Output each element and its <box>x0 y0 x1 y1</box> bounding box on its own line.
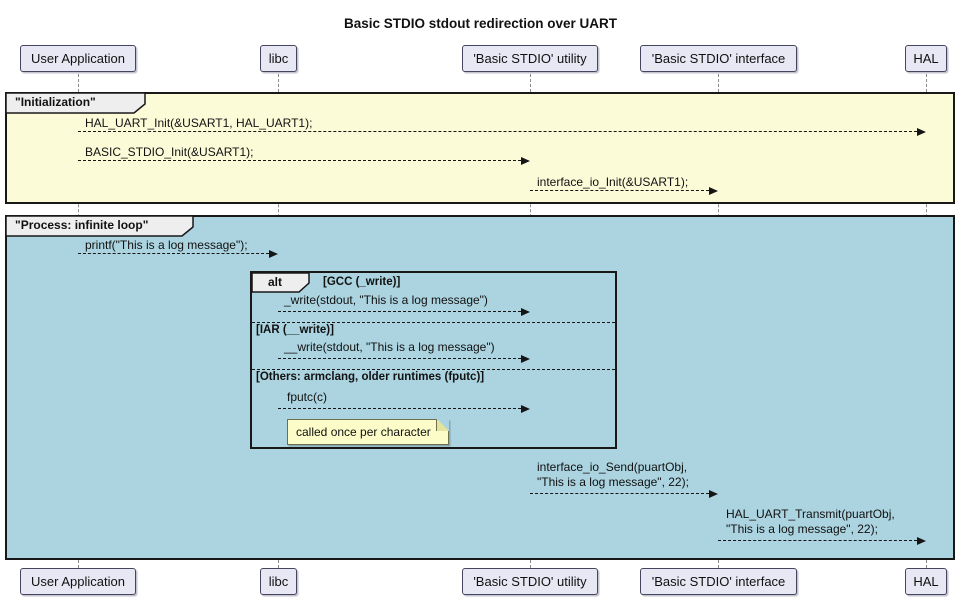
participant-basic-stdio-interface-bottom: 'Basic STDIO' interface <box>640 568 797 595</box>
participant-basic-stdio-interface-top: 'Basic STDIO' interface <box>640 45 797 72</box>
participant-libc-bottom: libc <box>260 568 297 595</box>
message-printf: printf("This is a log message"); <box>85 238 248 252</box>
message-hal-uart-init: HAL_UART_Init(&USART1, HAL_UART1); <box>85 116 313 130</box>
frame-process-label-shape <box>6 216 194 237</box>
arrowhead-icon <box>709 489 718 498</box>
participant-hal-top: HAL <box>905 45 947 72</box>
participant-label: HAL <box>913 51 939 66</box>
participant-label: 'Basic STDIO' interface <box>651 574 786 589</box>
frame-initialization-label-shape <box>6 93 146 114</box>
participant-user-application-top: User Application <box>20 45 136 72</box>
participant-label: libc <box>268 51 289 66</box>
arrow-basic-stdio-init <box>78 156 530 165</box>
alt-label-shape <box>252 273 310 293</box>
alt-frame <box>250 271 617 449</box>
message-interface-io-send-line1: interface_io_Send(puartObj, <box>537 460 688 474</box>
arrowhead-icon <box>521 307 530 316</box>
participant-label: User Application <box>31 51 125 66</box>
message-hal-uart-transmit-line2: "This is a log message", 22); <box>726 522 878 536</box>
participant-libc-top: libc <box>260 45 297 72</box>
arrow-interface-io-init <box>530 186 718 195</box>
participant-label: HAL <box>913 574 939 589</box>
note-fold-icon <box>437 419 449 431</box>
arrow-printf <box>78 249 278 258</box>
note-called-once-per-character: called once per character <box>287 419 449 445</box>
arrow-interface-io-send <box>530 489 718 498</box>
participant-label: 'Basic STDIO' interface <box>651 51 786 66</box>
message-basic-stdio-init: BASIC_STDIO_Init(&USART1); <box>85 145 254 159</box>
arrowhead-icon <box>917 127 926 136</box>
arrowhead-icon <box>521 354 530 363</box>
note-text: called once per character <box>296 425 431 439</box>
participant-label: 'Basic STDIO' utility <box>473 574 587 589</box>
arrowhead-icon <box>917 536 926 545</box>
arrow-write-gcc <box>278 307 530 316</box>
arrowhead-icon <box>521 156 530 165</box>
alt-label: alt <box>268 275 283 289</box>
participant-hal-bottom: HAL <box>905 568 947 595</box>
frame-initialization <box>5 92 955 204</box>
arrow-write-iar <box>278 354 530 363</box>
note-fold-edge <box>436 419 437 431</box>
alt-divider-1 <box>252 322 615 323</box>
message-fputc: fputc(c) <box>287 390 328 404</box>
frame-process-label: "Process: infinite loop" <box>15 218 149 232</box>
message-interface-io-init: interface_io_Init(&USART1); <box>537 175 689 189</box>
participant-user-application-bottom: User Application <box>20 568 136 595</box>
alt-divider-2 <box>252 369 615 370</box>
message-hal-uart-transmit-line1: HAL_UART_Transmit(puartObj, <box>726 507 895 521</box>
participant-label: User Application <box>31 574 125 589</box>
frame-initialization-label: "Initialization" <box>15 95 96 109</box>
participant-basic-stdio-utility-bottom: 'Basic STDIO' utility <box>462 568 598 595</box>
message-write-iar: __write(stdout, "This is a log message") <box>284 340 495 354</box>
arrow-hal-uart-transmit <box>718 536 926 545</box>
alt-condition-gcc: [GCC (_write)] <box>323 276 401 288</box>
message-write-gcc: _write(stdout, "This is a log message") <box>284 293 488 307</box>
arrow-fputc <box>278 404 530 413</box>
participant-label: 'Basic STDIO' utility <box>473 51 587 66</box>
diagram-title: Basic STDIO stdout redirection over UART <box>343 16 618 31</box>
arrowhead-icon <box>269 249 278 258</box>
message-interface-io-send-line2: "This is a log message", 22); <box>537 475 689 489</box>
participant-label: libc <box>268 574 289 589</box>
participant-basic-stdio-utility-top: 'Basic STDIO' utility <box>462 45 598 72</box>
arrowhead-icon <box>709 186 718 195</box>
alt-condition-iar: [IAR (__write)] <box>256 324 334 336</box>
alt-condition-others: [Others: armclang, older runtimes (fputc… <box>256 371 485 383</box>
arrowhead-icon <box>521 404 530 413</box>
arrow-hal-uart-init <box>78 127 926 136</box>
